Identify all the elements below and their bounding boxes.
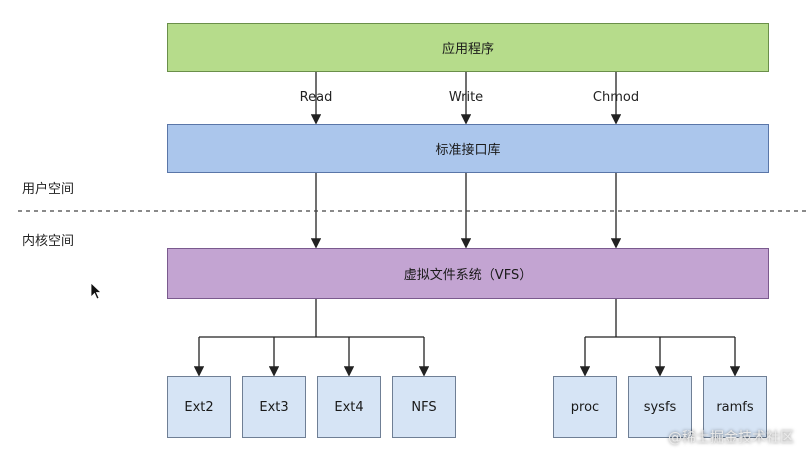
fs-label: ramfs [716, 399, 754, 415]
watermark-text: @稀土掘金技术社区 [668, 430, 794, 446]
fs-box-ramfs: ramfs [703, 376, 767, 438]
vfs-label: 虚拟文件系统（VFS） [403, 268, 533, 283]
fs-box-nfs: NFS [392, 376, 456, 438]
standard-library-box: 标准接口库 [167, 124, 769, 173]
fs-box-ext2: Ext2 [167, 376, 231, 438]
fs-box-sysfs: sysfs [628, 376, 692, 438]
fs-label: Ext4 [334, 399, 364, 415]
vfs-box: 虚拟文件系统（VFS） [167, 248, 769, 299]
standard-library-label: 标准接口库 [435, 143, 501, 158]
fs-box-ext4: Ext4 [317, 376, 381, 438]
fs-box-proc: proc [553, 376, 617, 438]
mouse-cursor-icon [90, 282, 103, 300]
user-space-label: 用户空间 [22, 182, 75, 197]
fs-box-ext3: Ext3 [242, 376, 306, 438]
fs-label: Ext3 [259, 399, 289, 415]
fs-label: Ext2 [184, 399, 214, 415]
application-label: 应用程序 [441, 42, 494, 57]
chmod-call-label: Chmod [592, 90, 640, 105]
application-box: 应用程序 [167, 23, 769, 72]
fs-label: proc [570, 399, 600, 415]
fs-label: sysfs [643, 399, 677, 415]
write-call-label: Write [448, 90, 484, 105]
kernel-space-label: 内核空间 [22, 234, 75, 249]
fs-label: NFS [411, 399, 437, 415]
read-call-label: Read [299, 90, 333, 105]
